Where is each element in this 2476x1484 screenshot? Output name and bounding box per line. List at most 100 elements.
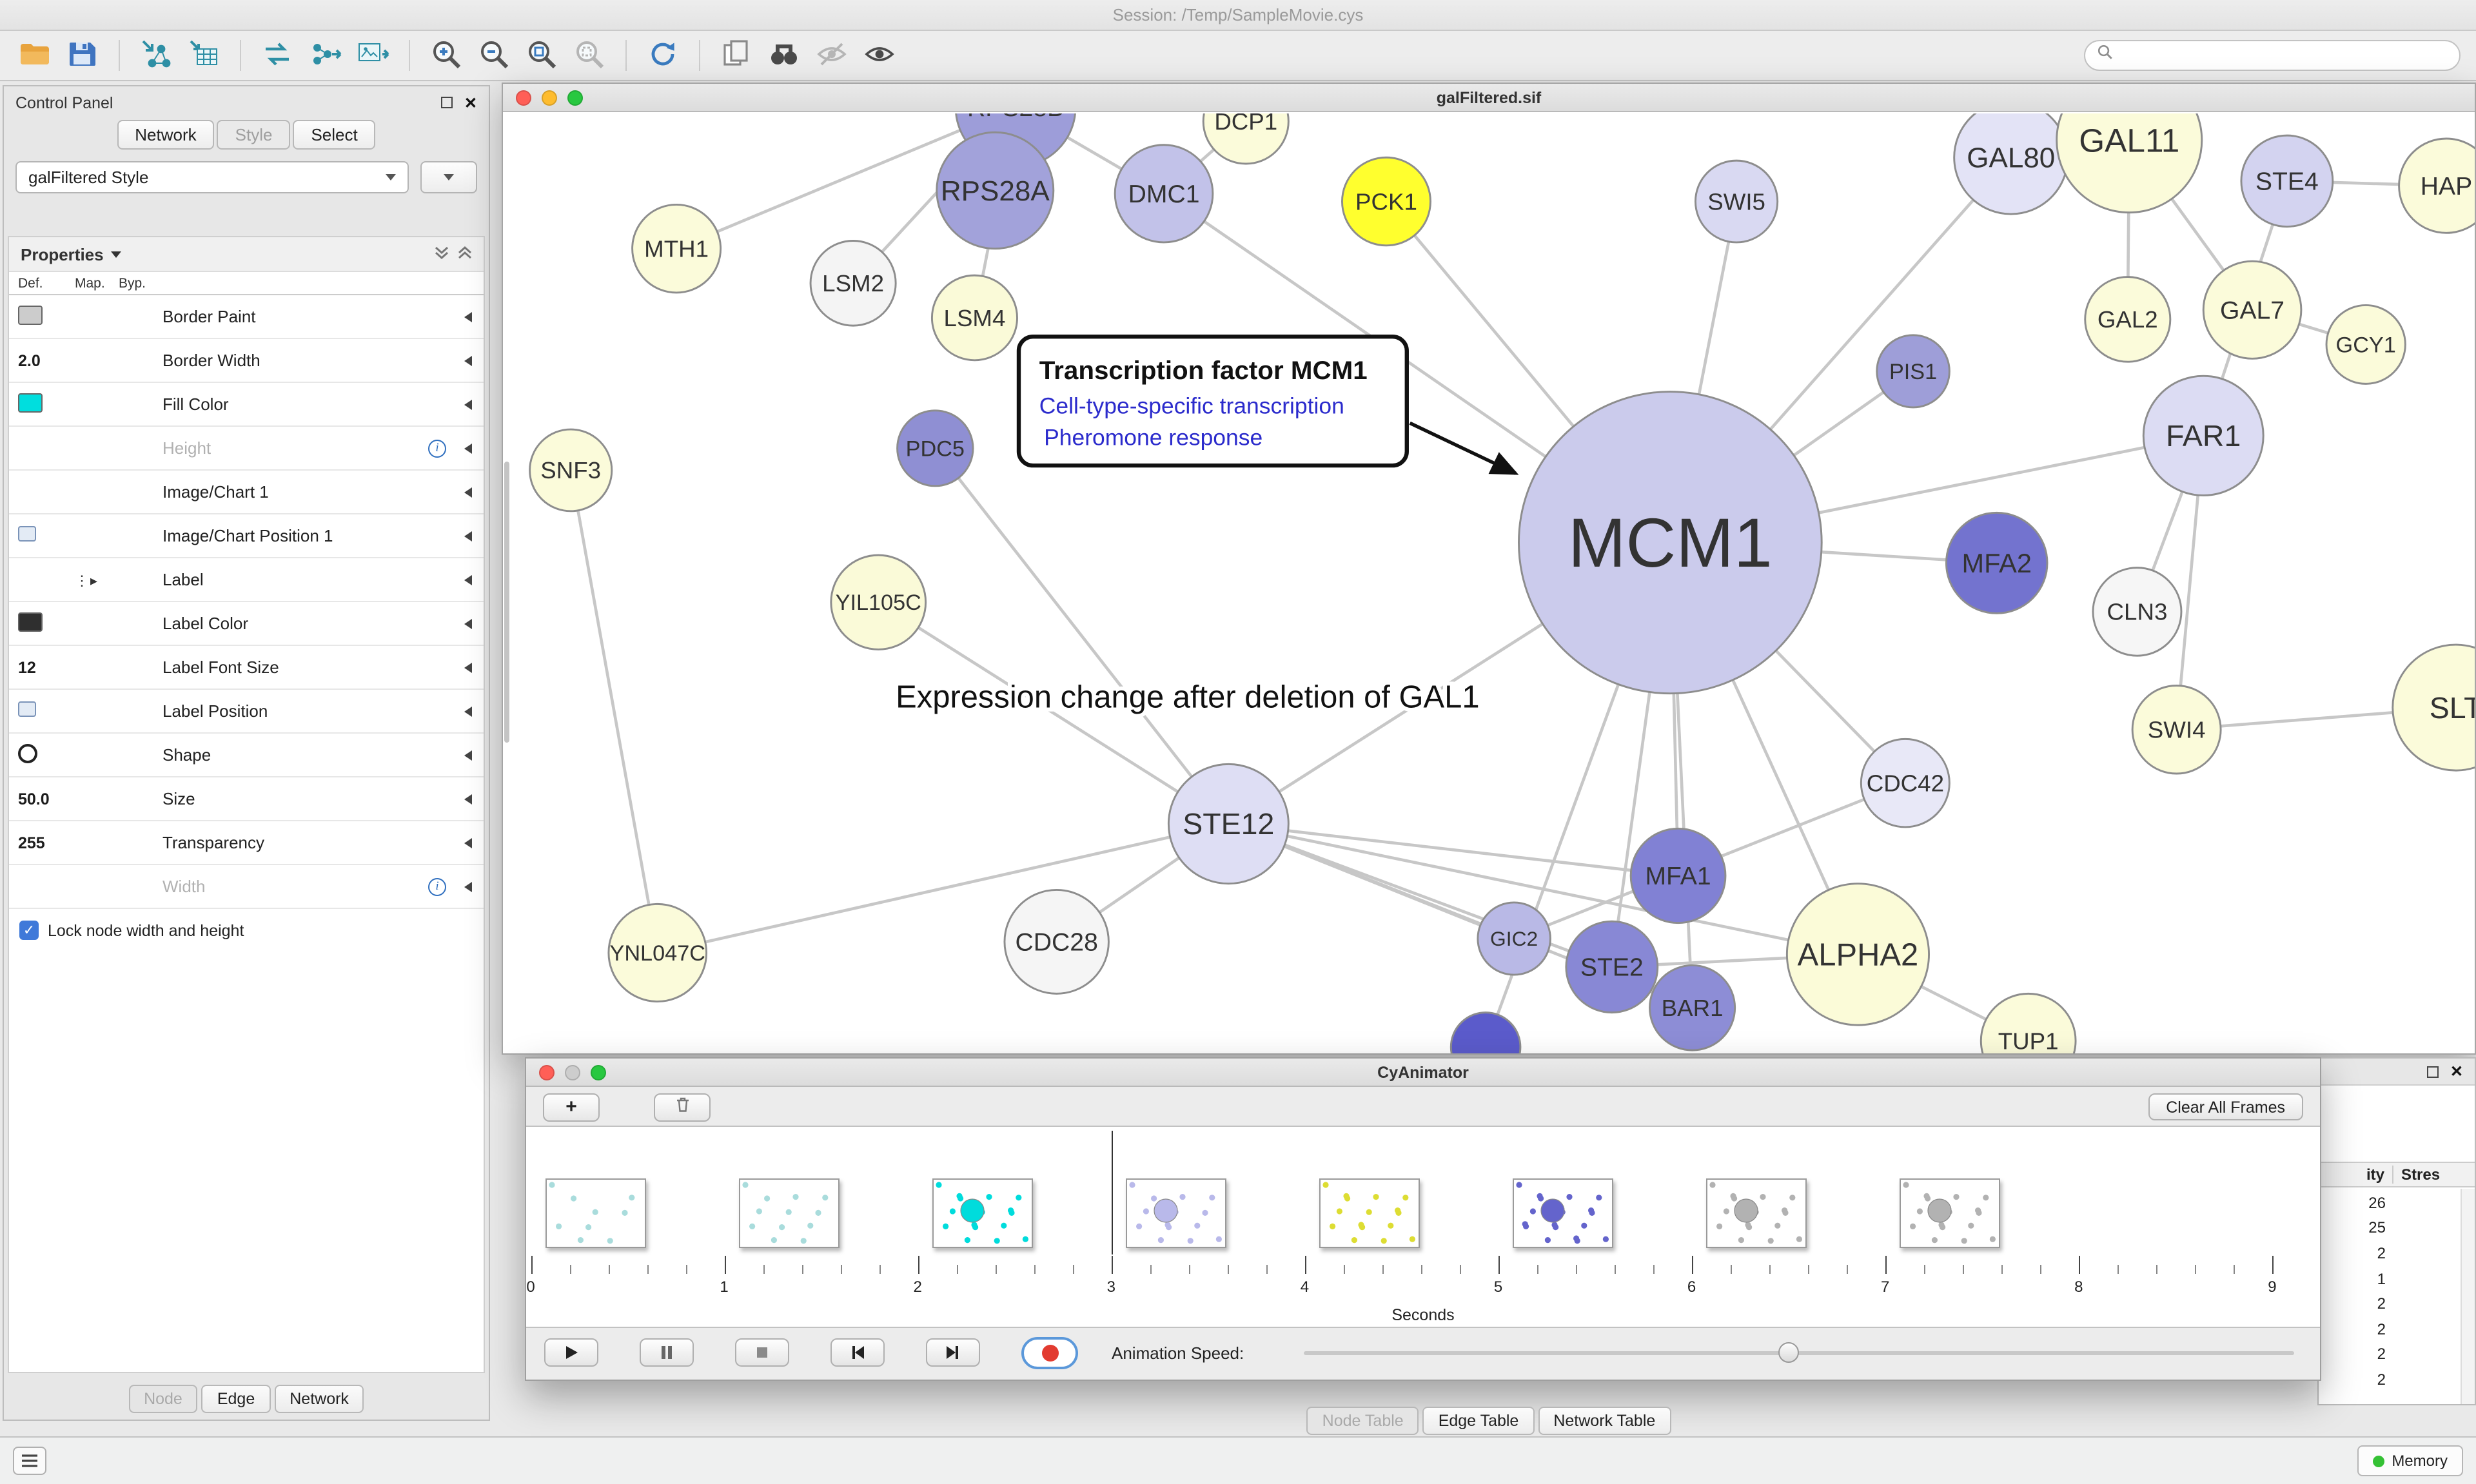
zoom-selected-button[interactable]	[570, 36, 609, 75]
shape-circle-icon[interactable]	[18, 743, 37, 763]
expand-row-icon[interactable]	[464, 355, 472, 366]
network-node-unlabeled[interactable]	[1449, 1011, 1522, 1053]
network-node-RPS28A[interactable]: RPS28A	[936, 131, 1055, 250]
info-icon[interactable]: i	[428, 877, 446, 895]
network-edge[interactable]	[657, 822, 1229, 955]
network-node-PIS1[interactable]: PIS1	[1876, 334, 1950, 409]
position-icon[interactable]	[18, 526, 36, 542]
network-node-GAL11[interactable]: GAL11	[2056, 113, 2203, 214]
table-scrollbar[interactable]	[2461, 1189, 2475, 1404]
minimize-window-button[interactable]	[542, 90, 557, 105]
network-node-CDC42[interactable]: CDC42	[1860, 737, 1950, 828]
network-node-SWI5[interactable]: SWI5	[1695, 159, 1779, 244]
float-panel-icon[interactable]	[2426, 1066, 2439, 1077]
lock-size-row[interactable]: ✓ Lock node width and height	[9, 909, 484, 952]
import-network-button[interactable]	[137, 36, 175, 75]
float-panel-icon[interactable]	[440, 97, 453, 108]
expand-row-icon[interactable]	[464, 311, 472, 322]
default-value-swatch[interactable]	[18, 305, 43, 324]
search-box[interactable]	[2084, 40, 2461, 71]
frame-thumbnail-1[interactable]	[545, 1178, 645, 1248]
network-node-MFA2[interactable]: MFA2	[1945, 511, 2049, 614]
swap-networks-button[interactable]	[258, 36, 297, 75]
network-node-GAL7[interactable]: GAL7	[2202, 260, 2303, 360]
network-node-PDC5[interactable]: PDC5	[896, 409, 974, 487]
slider-thumb[interactable]	[1778, 1342, 1800, 1363]
duplicate-button[interactable]	[717, 36, 756, 75]
network-node-PCK1[interactable]: PCK1	[1341, 156, 1431, 247]
record-button[interactable]	[1021, 1336, 1078, 1369]
expand-row-icon[interactable]	[464, 574, 472, 585]
go-to-start-button[interactable]	[830, 1338, 885, 1367]
style-dropdown[interactable]: galFiltered Style	[15, 161, 409, 193]
network-node-YNL047C[interactable]: YNL047C	[607, 903, 708, 1003]
play-button[interactable]	[544, 1338, 598, 1367]
network-node-CLN3[interactable]: CLN3	[2092, 567, 2183, 657]
expand-all-icon[interactable]	[458, 244, 472, 264]
network-node-YIL105C[interactable]: YIL105C	[830, 554, 927, 650]
network-node-DCP1[interactable]: DCP1	[1202, 113, 1290, 165]
network-node-SWI4[interactable]: SWI4	[2131, 685, 2222, 775]
close-window-button[interactable]	[516, 90, 531, 105]
animation-speed-slider[interactable]	[1303, 1342, 2294, 1363]
network-node-GCY1[interactable]: GCY1	[2325, 304, 2406, 385]
network-edge[interactable]	[934, 447, 1230, 825]
network-caption[interactable]: Expression change after deletion of GAL1	[892, 676, 1484, 719]
position-icon[interactable]	[18, 701, 36, 717]
add-frame-button[interactable]: +	[543, 1093, 600, 1121]
network-node-STE12[interactable]: STE12	[1167, 763, 1290, 885]
table-column-ity[interactable]: ity	[2319, 1166, 2393, 1184]
export-network-button[interactable]	[306, 36, 344, 75]
style-options-button[interactable]	[420, 161, 477, 193]
network-graph[interactable]: RPS28BRPS28ADMC1DCP1PCK1SWI5GAL80GAL11ST…	[503, 113, 2475, 1053]
tab-node-table[interactable]: Node Table	[1306, 1407, 1419, 1435]
lock-size-checkbox[interactable]: ✓	[19, 921, 39, 940]
table-row[interactable]: 25	[2319, 1215, 2459, 1240]
expand-row-icon[interactable]	[464, 618, 472, 629]
frame-thumbnail-3[interactable]	[932, 1178, 1033, 1248]
network-node-SNF3[interactable]: SNF3	[529, 428, 613, 513]
default-value-swatch[interactable]	[18, 612, 43, 631]
expand-row-icon[interactable]	[464, 750, 472, 760]
delete-frame-button[interactable]	[654, 1093, 711, 1121]
network-window-titlebar[interactable]: galFiltered.sif	[503, 84, 2475, 112]
property-row-border-paint[interactable]: Border Paint	[9, 295, 484, 339]
tab-network[interactable]: Network	[117, 120, 215, 150]
frame-thumbnail-2[interactable]	[738, 1178, 840, 1248]
network-node-BAR1[interactable]: BAR1	[1649, 964, 1736, 1051]
clear-all-frames-button[interactable]: Clear All Frames	[2148, 1093, 2303, 1120]
property-row-fill-color[interactable]: Fill Color	[9, 383, 484, 427]
network-node-CDC28[interactable]: CDC28	[1003, 888, 1110, 995]
network-node-HAP[interactable]: HAP	[2398, 137, 2475, 234]
expand-row-icon[interactable]	[464, 662, 472, 672]
table-row[interactable]: 2	[2319, 1342, 2459, 1367]
expand-row-icon[interactable]	[464, 881, 472, 892]
close-window-button[interactable]	[539, 1064, 555, 1080]
default-value-swatch[interactable]	[18, 393, 43, 412]
table-row[interactable]: 2	[2319, 1316, 2459, 1342]
close-panel-icon[interactable]: ✕	[2450, 1062, 2463, 1080]
network-node-LSM2[interactable]: LSM2	[809, 240, 897, 327]
hide-selected-button[interactable]	[812, 36, 851, 75]
expand-row-icon[interactable]	[464, 794, 472, 804]
network-vertical-scrollbar[interactable]	[504, 461, 509, 743]
network-node-FAR1[interactable]: FAR1	[2142, 375, 2265, 496]
network-node-LSM4[interactable]: LSM4	[930, 274, 1018, 362]
frame-thumbnail-4[interactable]	[1125, 1178, 1226, 1248]
tab-network[interactable]: Network	[274, 1385, 364, 1413]
save-session-button[interactable]	[63, 36, 102, 75]
search-input[interactable]	[2121, 46, 2448, 64]
frame-thumbnail-6[interactable]	[1512, 1178, 1613, 1248]
annotation-link[interactable]: Cell-type-specific transcription	[1039, 393, 1344, 419]
network-node-MFA1[interactable]: MFA1	[1629, 827, 1727, 924]
network-edge[interactable]	[877, 601, 1230, 825]
zoom-window-button[interactable]	[591, 1064, 606, 1080]
property-row-label-color[interactable]: Label Color	[9, 602, 484, 646]
go-to-end-button[interactable]	[926, 1338, 980, 1367]
network-node-TUP1[interactable]: TUP1	[1980, 992, 2077, 1053]
tab-edge-table[interactable]: Edge Table	[1422, 1407, 1535, 1435]
